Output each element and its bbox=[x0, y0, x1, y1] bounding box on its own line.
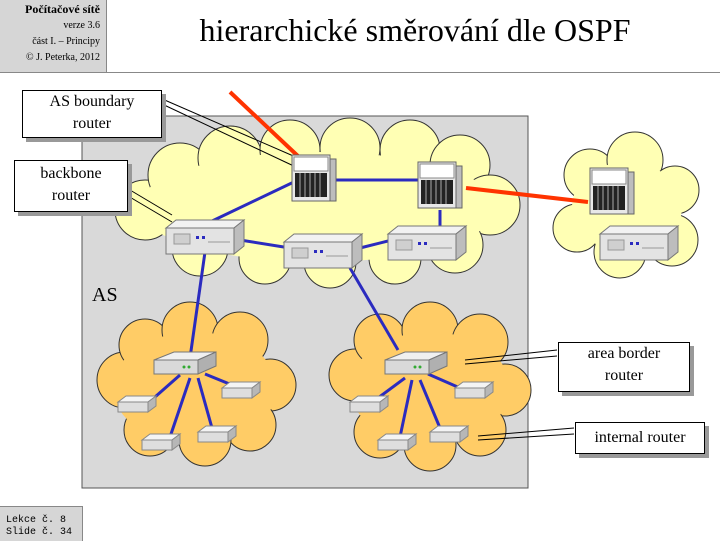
label-line: backbone bbox=[40, 165, 102, 182]
as-label: AS bbox=[92, 284, 118, 306]
backbone-router-label: backbone router bbox=[14, 160, 128, 212]
internal-router-icon bbox=[429, 425, 469, 443]
label-line: AS boundary bbox=[49, 93, 135, 110]
internal-router-icon bbox=[117, 395, 157, 413]
desktop-router-icon bbox=[283, 233, 363, 269]
label-line: area border bbox=[587, 345, 661, 362]
chassis-router-icon bbox=[417, 161, 463, 209]
external-chassis-router-icon bbox=[589, 167, 635, 215]
lecture-number: Lekce č. 8 bbox=[6, 515, 67, 526]
internal-router-icon bbox=[197, 425, 237, 443]
label-line: router bbox=[604, 367, 644, 384]
area-border-router-label: area border router bbox=[558, 342, 690, 392]
label-line: router bbox=[72, 115, 112, 132]
as-boundary-router-icon bbox=[291, 154, 337, 202]
internal-router-icon bbox=[141, 433, 181, 451]
external-links bbox=[228, 90, 589, 204]
course-info-box: Počítačové sítě verze 3.6 část I. – Prin… bbox=[0, 0, 107, 73]
internal-router-label: internal router bbox=[575, 422, 705, 454]
internal-router-icon bbox=[377, 433, 417, 451]
part-text: část I. – Principy bbox=[32, 36, 100, 47]
slide-number: Slide č. 34 bbox=[6, 527, 73, 538]
as-boundary-router-label: AS boundary router bbox=[22, 90, 162, 138]
slide-title: hierarchické směrování dle OSPF bbox=[199, 12, 631, 48]
callout-lines bbox=[127, 97, 575, 441]
backbone-router-icon bbox=[165, 219, 245, 255]
copyright-text: © J. Peterka, 2012 bbox=[26, 52, 100, 63]
internal-router-icon bbox=[349, 395, 389, 413]
version-text: verze 3.6 bbox=[63, 20, 100, 31]
label-line: router bbox=[51, 187, 91, 204]
external-desktop-router-icon bbox=[599, 225, 679, 261]
slide-number-box: Lekce č. 8 Slide č. 34 bbox=[0, 506, 83, 541]
network-links bbox=[154, 178, 461, 438]
internal-router-icon bbox=[454, 381, 494, 399]
course-name: Počítačové sítě bbox=[25, 2, 100, 16]
internal-router-icon bbox=[221, 381, 261, 399]
desktop-router-icon bbox=[387, 225, 467, 261]
title-divider bbox=[106, 72, 720, 73]
